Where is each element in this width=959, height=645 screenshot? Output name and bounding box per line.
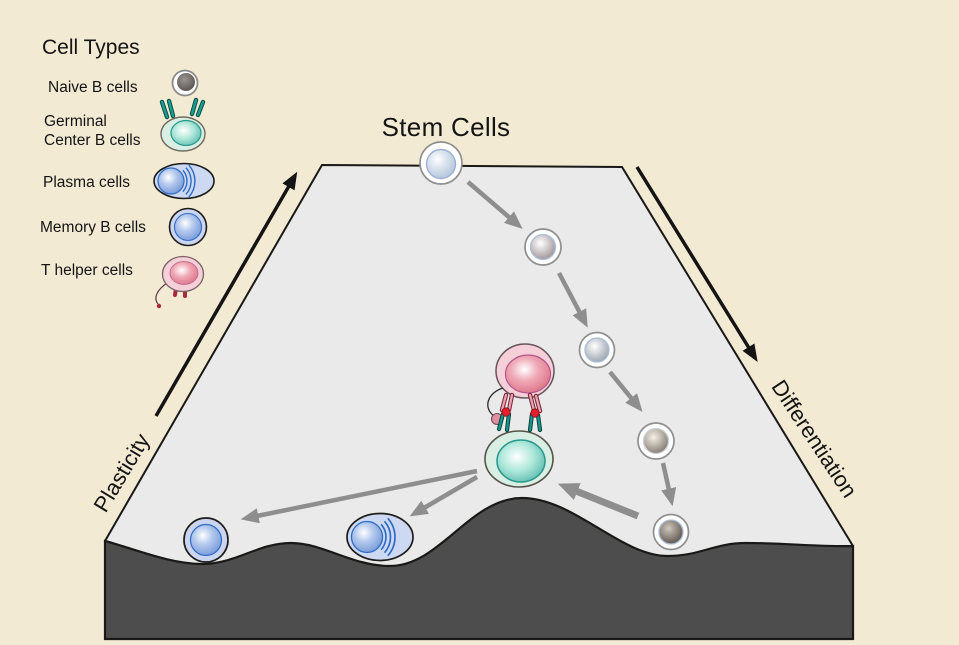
stem-cells-title: Stem Cells [381, 112, 511, 142]
arrow-gc-to-memory [240, 468, 478, 524]
memory-b-cell [183, 517, 229, 563]
differentiation-path-arrows [240, 180, 677, 524]
arrow-cell4-to-cell5 [660, 462, 677, 507]
naive-b-cell [652, 513, 690, 551]
naive-b-cell-icon [171, 69, 199, 97]
t-cell-tail [487, 387, 504, 417]
differentiation-arrow [635, 166, 758, 362]
legend-label-germinal-center-b-cells: Germinal Center B cells [44, 113, 141, 149]
germinal-center-b-cell [484, 430, 554, 488]
t-helper-cell-icon [155, 255, 205, 309]
arrow-cell5-to-gc [557, 483, 640, 520]
legend-heading: Cell Types [42, 36, 140, 59]
legend-label-memory-b-cells: Memory B cells [40, 219, 146, 236]
arrow-gc-to-plasma [409, 475, 479, 517]
legend-label-t-helper-cells: T helper cells [41, 262, 133, 279]
progenitor-cell-3 [637, 422, 675, 460]
plasticity-arrow [154, 171, 298, 417]
progenitor-cell-2 [578, 331, 616, 369]
arrow-cell3-to-cell4 [608, 370, 643, 412]
germinal-center-b-cell-icon [159, 97, 206, 152]
plasma-cell-icon [153, 162, 215, 200]
plasma-er-arcs [380, 517, 396, 557]
hills [103, 496, 855, 641]
legend-label-naive-b-cells: Naive B cells [48, 79, 138, 96]
arrow-stem-to-cell2 [466, 180, 523, 229]
legend-label-plasma-cells: Plasma cells [43, 174, 130, 191]
arrow-cell2-to-cell3 [557, 271, 588, 328]
landscape-edge [104, 163, 854, 547]
t-helper-cell [487, 343, 555, 425]
memory-b-cell-icon [168, 207, 208, 247]
plasma-cell [346, 512, 414, 562]
tcr-bcr-synapse [496, 392, 543, 433]
stem-cell [419, 141, 463, 185]
progenitor-cell-1 [524, 228, 562, 266]
